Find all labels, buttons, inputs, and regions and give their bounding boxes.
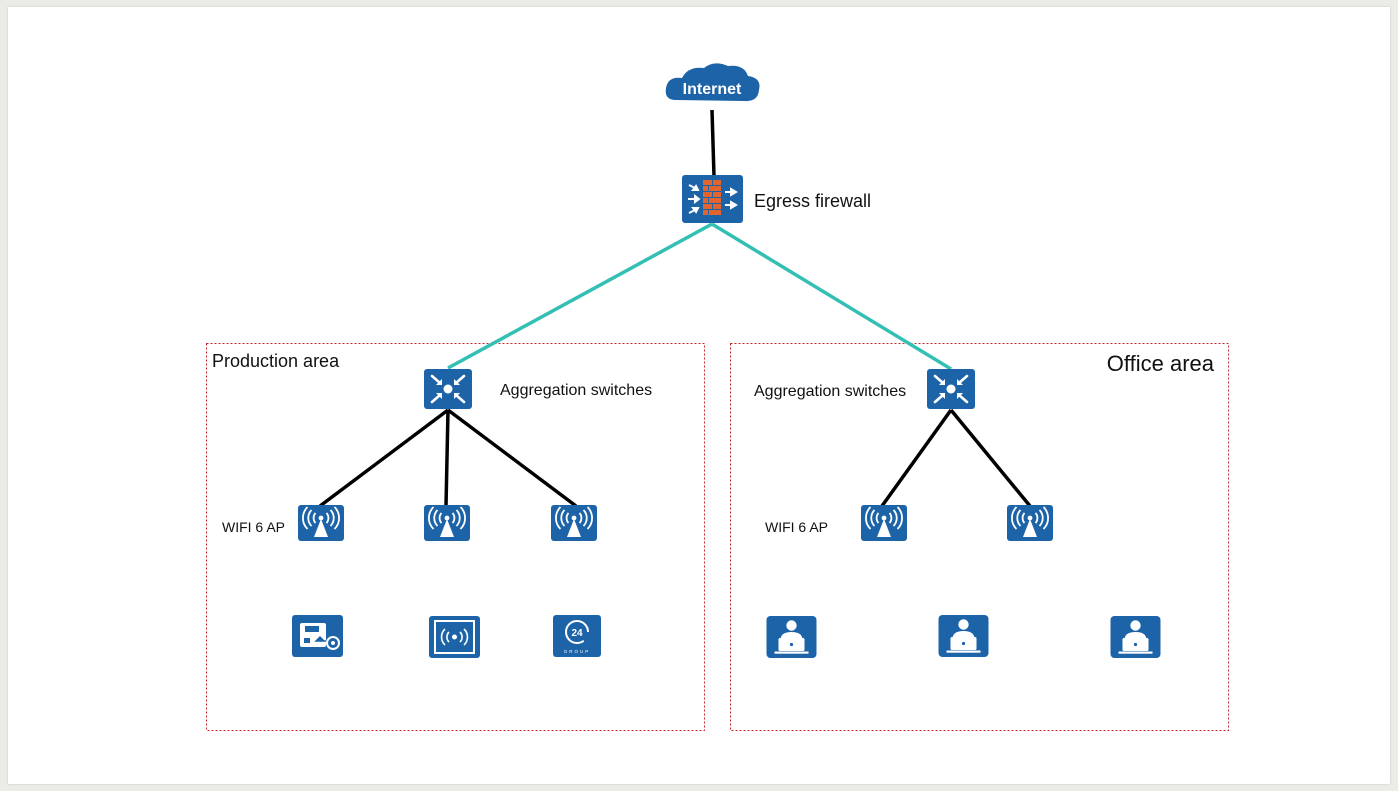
svg-text:24: 24 [571,628,583,639]
firewall-icon [682,175,743,223]
office-user-icon-1 [766,616,817,658]
monitoring-device-caption: GROUP [564,649,591,654]
production-wifi6-ap-icon-2 [424,505,470,541]
production-ap-link-3 [446,408,578,508]
office-switch-label: Aggregation switches [754,383,906,400]
firewall-production-uplink [447,222,713,370]
wireless-sensor-icon [429,616,480,658]
office-area-box [730,343,1229,731]
firewall-office-uplink [711,222,952,371]
firewall-label: Egress firewall [754,191,871,211]
monitoring-device-icon: 24 GROUP [553,615,601,657]
production-aggregation-switch-icon [424,369,472,409]
storage-device-icon [292,615,343,657]
office-area-title: Office area [1107,351,1215,376]
office-user-icon-2 [938,615,989,657]
internet-label: Internet [683,81,742,98]
internet-firewall-link [710,109,716,177]
office-ap-link-1 [880,408,953,508]
office-user-icon-3 [1110,616,1161,658]
production-area-box [206,343,705,731]
production-ap-link-1 [318,408,450,508]
production-switch-label: Aggregation switches [500,382,652,399]
production-wifi6-ap-icon-1 [298,505,344,541]
office-ap-link-2 [949,408,1032,508]
production-ap-label: WIFI 6 AP [222,519,285,535]
office-ap-label: WIFI 6 AP [765,519,828,535]
internet-cloud-icon: Internet [665,63,760,102]
production-wifi6-ap-icon-3 [551,505,597,541]
production-area-title: Production area [212,351,340,371]
office-wifi6-ap-icon-2 [1007,505,1053,541]
office-aggregation-switch-icon [927,369,975,409]
production-ap-link-2 [444,409,450,507]
office-wifi6-ap-icon-1 [861,505,907,541]
